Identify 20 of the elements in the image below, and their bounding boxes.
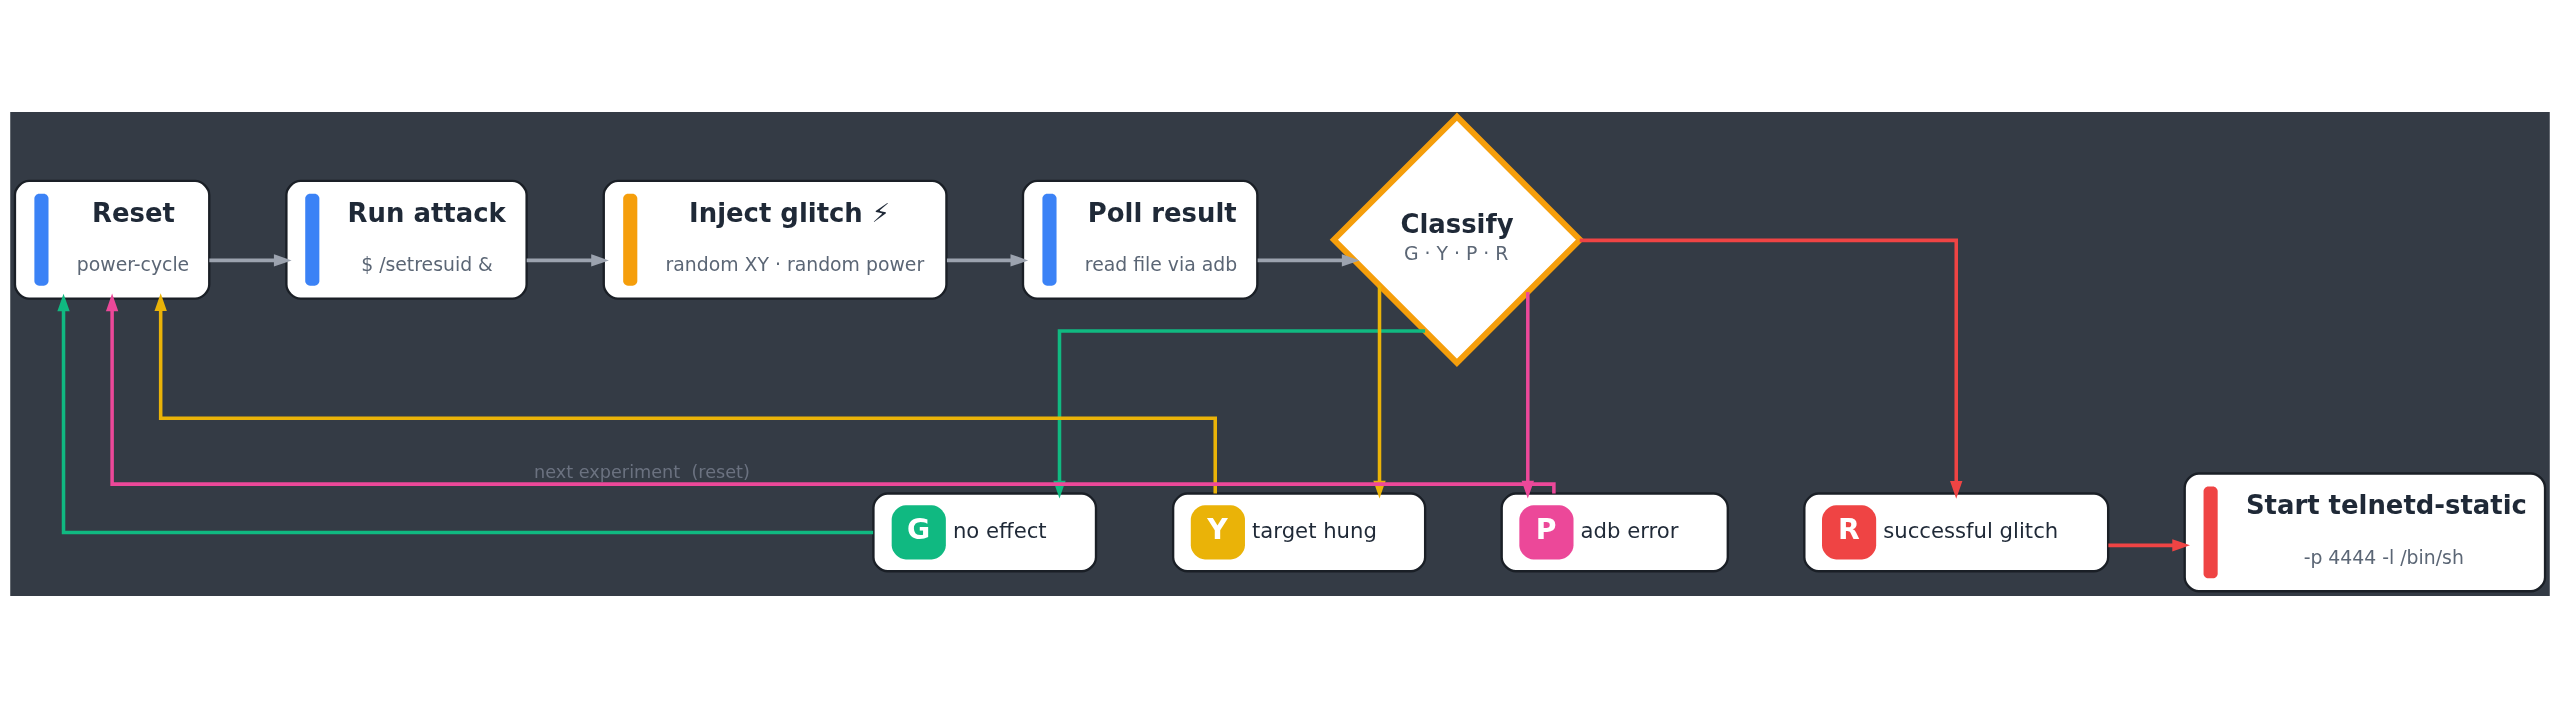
node-box: Start telnetd-static -p 4444 -l /bin/sh xyxy=(2183,472,2547,593)
node-box: Poll result read file via adb xyxy=(1021,179,1259,300)
node-box: Reset power-cycle xyxy=(13,179,211,300)
node-box: Inject glitch ⚡ random XY · random power xyxy=(602,179,948,300)
arrow xyxy=(2108,539,2190,552)
node-box: Y target hung xyxy=(1171,492,1427,573)
node-box: P adb error xyxy=(1500,492,1729,573)
node-box: Run attack $ /setresuid & xyxy=(285,179,528,300)
node-box: R successful glitch xyxy=(1803,492,2110,573)
arrow xyxy=(209,254,292,267)
arrow xyxy=(526,254,609,267)
arrow xyxy=(57,293,874,535)
arrow xyxy=(105,293,1556,495)
arrow xyxy=(1257,254,1360,267)
arrow xyxy=(946,254,1029,267)
node-box: G no effect xyxy=(872,492,1098,573)
node-diamond: Classify G · Y · P · R xyxy=(1329,112,1585,367)
arrow xyxy=(154,293,1217,494)
edge-label: next experiment (reset) xyxy=(534,462,750,483)
arrow xyxy=(1579,238,1963,499)
